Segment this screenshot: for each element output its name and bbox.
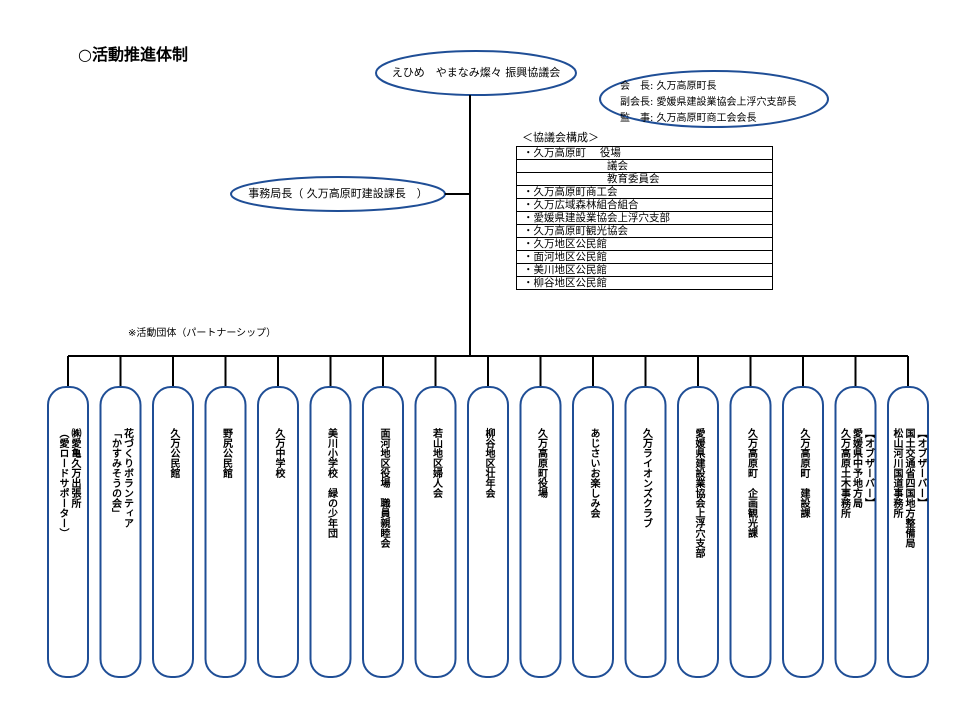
group-label: 【オブザーバー】愛媛県中予地方局久万高原土木事務所 [838, 428, 874, 654]
council-row: ・久万高原町商工会 [516, 185, 773, 199]
group-label-line: あじさいお楽しみ会 [588, 428, 599, 518]
council-row: 教育委員会 [516, 172, 773, 186]
group-label-line: 国土交通省四国地方整備局 [903, 428, 914, 548]
group-label-line: 「かすみそうの会」 [109, 428, 121, 518]
group-label-line: （愛ロードサポーター） [57, 428, 68, 538]
council-row: ・美川地区公民館 [516, 263, 773, 277]
group-box [362, 386, 404, 678]
group-box [677, 386, 719, 678]
council-row: 議会 [516, 159, 773, 173]
group-label: 美川小学校 緑の少年団 [325, 428, 337, 654]
group-label-line: 久万高原町 建設課 [798, 428, 809, 518]
group-label-line: 【オブザーバー】 [915, 428, 926, 508]
council-row: ・久万広域森林組合組合 [516, 198, 773, 212]
group-label: 花づくりボランティア「かすみそうの会」 [109, 428, 133, 654]
group-label-line: 久万高原町役場 [535, 428, 547, 498]
group-box [414, 386, 457, 678]
group-label: 愛媛県建設業協会上浮穴支部 [692, 428, 704, 654]
officers-list: 会 長: 久万高原町長 副会長: 愛媛県建設業協会上浮穴支部長 監 事: 久万高… [620, 79, 797, 127]
council-member: ・愛媛県建設業協会上浮穴支部 [516, 211, 773, 225]
group-box [467, 386, 509, 678]
officer-auditor: 監 事: 久万高原町商工会会長 [620, 113, 757, 124]
group-label-line: 面河地区役場 職員親睦会 [378, 428, 389, 548]
group-label: 久万高原町 建設課 [797, 428, 809, 654]
group-label: 面河地区役場 職員親睦会 [377, 428, 389, 654]
council-row: ・久万高原町観光協会 [516, 224, 773, 238]
group-box [309, 386, 352, 678]
group-label-line: 久万高原土木事務所 [838, 428, 850, 518]
group-label: あじさいお楽しみ会 [587, 428, 599, 654]
council-member: 教育委員会 [516, 172, 773, 186]
council-member: ・久万高原町観光協会 [516, 224, 773, 238]
group-label-line: 【オブザーバー】 [862, 428, 874, 508]
group-box [782, 386, 824, 678]
council-title: ＜協議会構成＞ [522, 131, 599, 144]
group-box [257, 386, 299, 678]
council-member: ・久万広域森林組合組合 [516, 198, 773, 212]
council-table: ・久万高原町 役場 議会 教育委員会 ・久万高原町商工会 ・久万広域森林組合組合… [516, 146, 773, 290]
group-label: 【オブザーバー】国土交通省四国地方整備局松山河川国道事務所 [890, 428, 926, 654]
officer-chair: 会 長: 久万高原町長 [620, 81, 717, 92]
council-member: ・柳谷地区公民館 [516, 276, 773, 290]
group-box [572, 386, 614, 678]
council-member: ・面河地区公民館 [516, 250, 773, 264]
council-row: ・柳谷地区公民館 [516, 276, 773, 290]
council-member: ・久万高原町商工会 [516, 185, 773, 199]
group-label-line: 柳谷地区壮年会 [483, 428, 494, 498]
page-title: ○活動推進体制 [78, 45, 188, 64]
group-box [47, 386, 89, 678]
group-label: 柳谷地区壮年会 [482, 428, 494, 654]
partnership-label: ※活動団体（パートナーシップ） [128, 328, 277, 339]
group-label-line: 松山河川国道事務所 [891, 428, 902, 518]
council-member: ・久万高原町 役場 [516, 146, 773, 160]
group-label-line: 愛媛県建設業協会上浮穴支部 [693, 428, 704, 558]
group-label-line: 久万公民館 [168, 428, 179, 478]
group-box [834, 386, 877, 678]
council-member: ・久万地区公民館 [516, 237, 773, 251]
group-label-line: 愛媛県中予地方局 [850, 428, 862, 508]
group-label: 久万中学校 [272, 428, 284, 654]
group-label: 野尻公民館 [220, 428, 232, 654]
group-label: 久万高原町役場 [535, 428, 547, 654]
council-row: ・久万地区公民館 [516, 237, 773, 251]
group-label-line: 久万中学校 [273, 428, 284, 478]
group-box [519, 386, 562, 678]
group-box [152, 386, 194, 678]
group-box [624, 386, 667, 678]
council-member: 議会 [516, 159, 773, 173]
top-body-label: えひめ やまなみ燦々 振興協議会 [391, 66, 561, 79]
group-label: 若山地区婦人会 [430, 428, 442, 654]
group-label: 久万公民館 [167, 428, 179, 654]
group-label-line: ㈱愛亀久万出張所 [69, 428, 80, 508]
group-label-line: 野尻公民館 [220, 428, 232, 478]
top-body-oval [375, 50, 577, 96]
council-row: ・久万高原町 役場 [516, 146, 773, 160]
group-label-line: 久万高原町 企画観光課 [745, 428, 757, 538]
secretariat-label: 事務局長（ 久万高原町建設課長 ） [248, 187, 428, 200]
officer-vice-chair: 副会長: 愛媛県建設業協会上浮穴支部長 [620, 97, 797, 108]
council-row: ・愛媛県建設業協会上浮穴支部 [516, 211, 773, 225]
group-label: 久万高原町 企画観光課 [745, 428, 757, 654]
group-label-line: 久万ライオンズクラブ [640, 428, 652, 528]
group-box [729, 386, 772, 678]
group-label-line: 若山地区婦人会 [430, 428, 442, 498]
officers-oval [599, 70, 829, 128]
group-box [887, 386, 929, 678]
group-box [99, 386, 142, 678]
group-label: 久万ライオンズクラブ [640, 428, 652, 654]
group-label-line: 美川小学校 緑の少年団 [325, 428, 337, 538]
council-row: ・面河地区公民館 [516, 250, 773, 264]
council-member: ・美川地区公民館 [516, 263, 773, 277]
group-label: ㈱愛亀久万出張所（愛ロードサポーター） [56, 428, 80, 654]
group-box [204, 386, 247, 678]
group-label-line: 花づくりボランティア [121, 428, 133, 528]
